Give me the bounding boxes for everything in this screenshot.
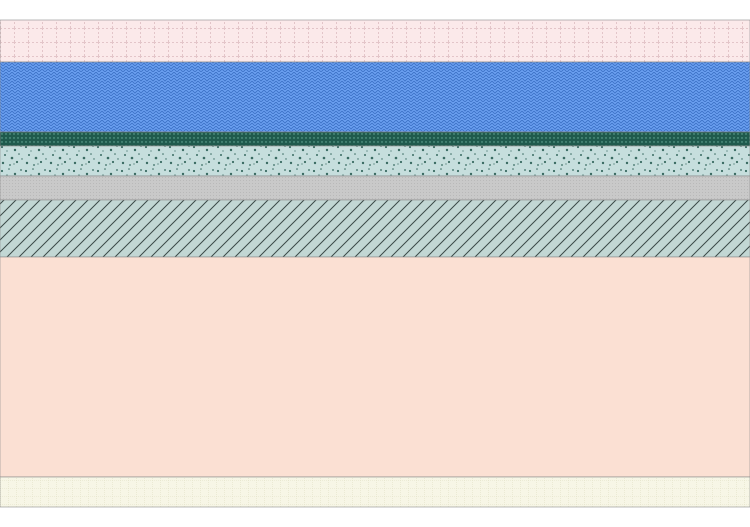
gray-layer [0,175,750,201]
brick-layer [0,61,750,133]
cream-layer [0,476,750,508]
dark-green-layer [0,131,750,147]
hatched-layer [0,199,750,258]
speckled-layer [0,145,750,177]
layers-group [0,19,750,508]
peach-layer [0,256,750,478]
grid-layer [0,19,750,63]
